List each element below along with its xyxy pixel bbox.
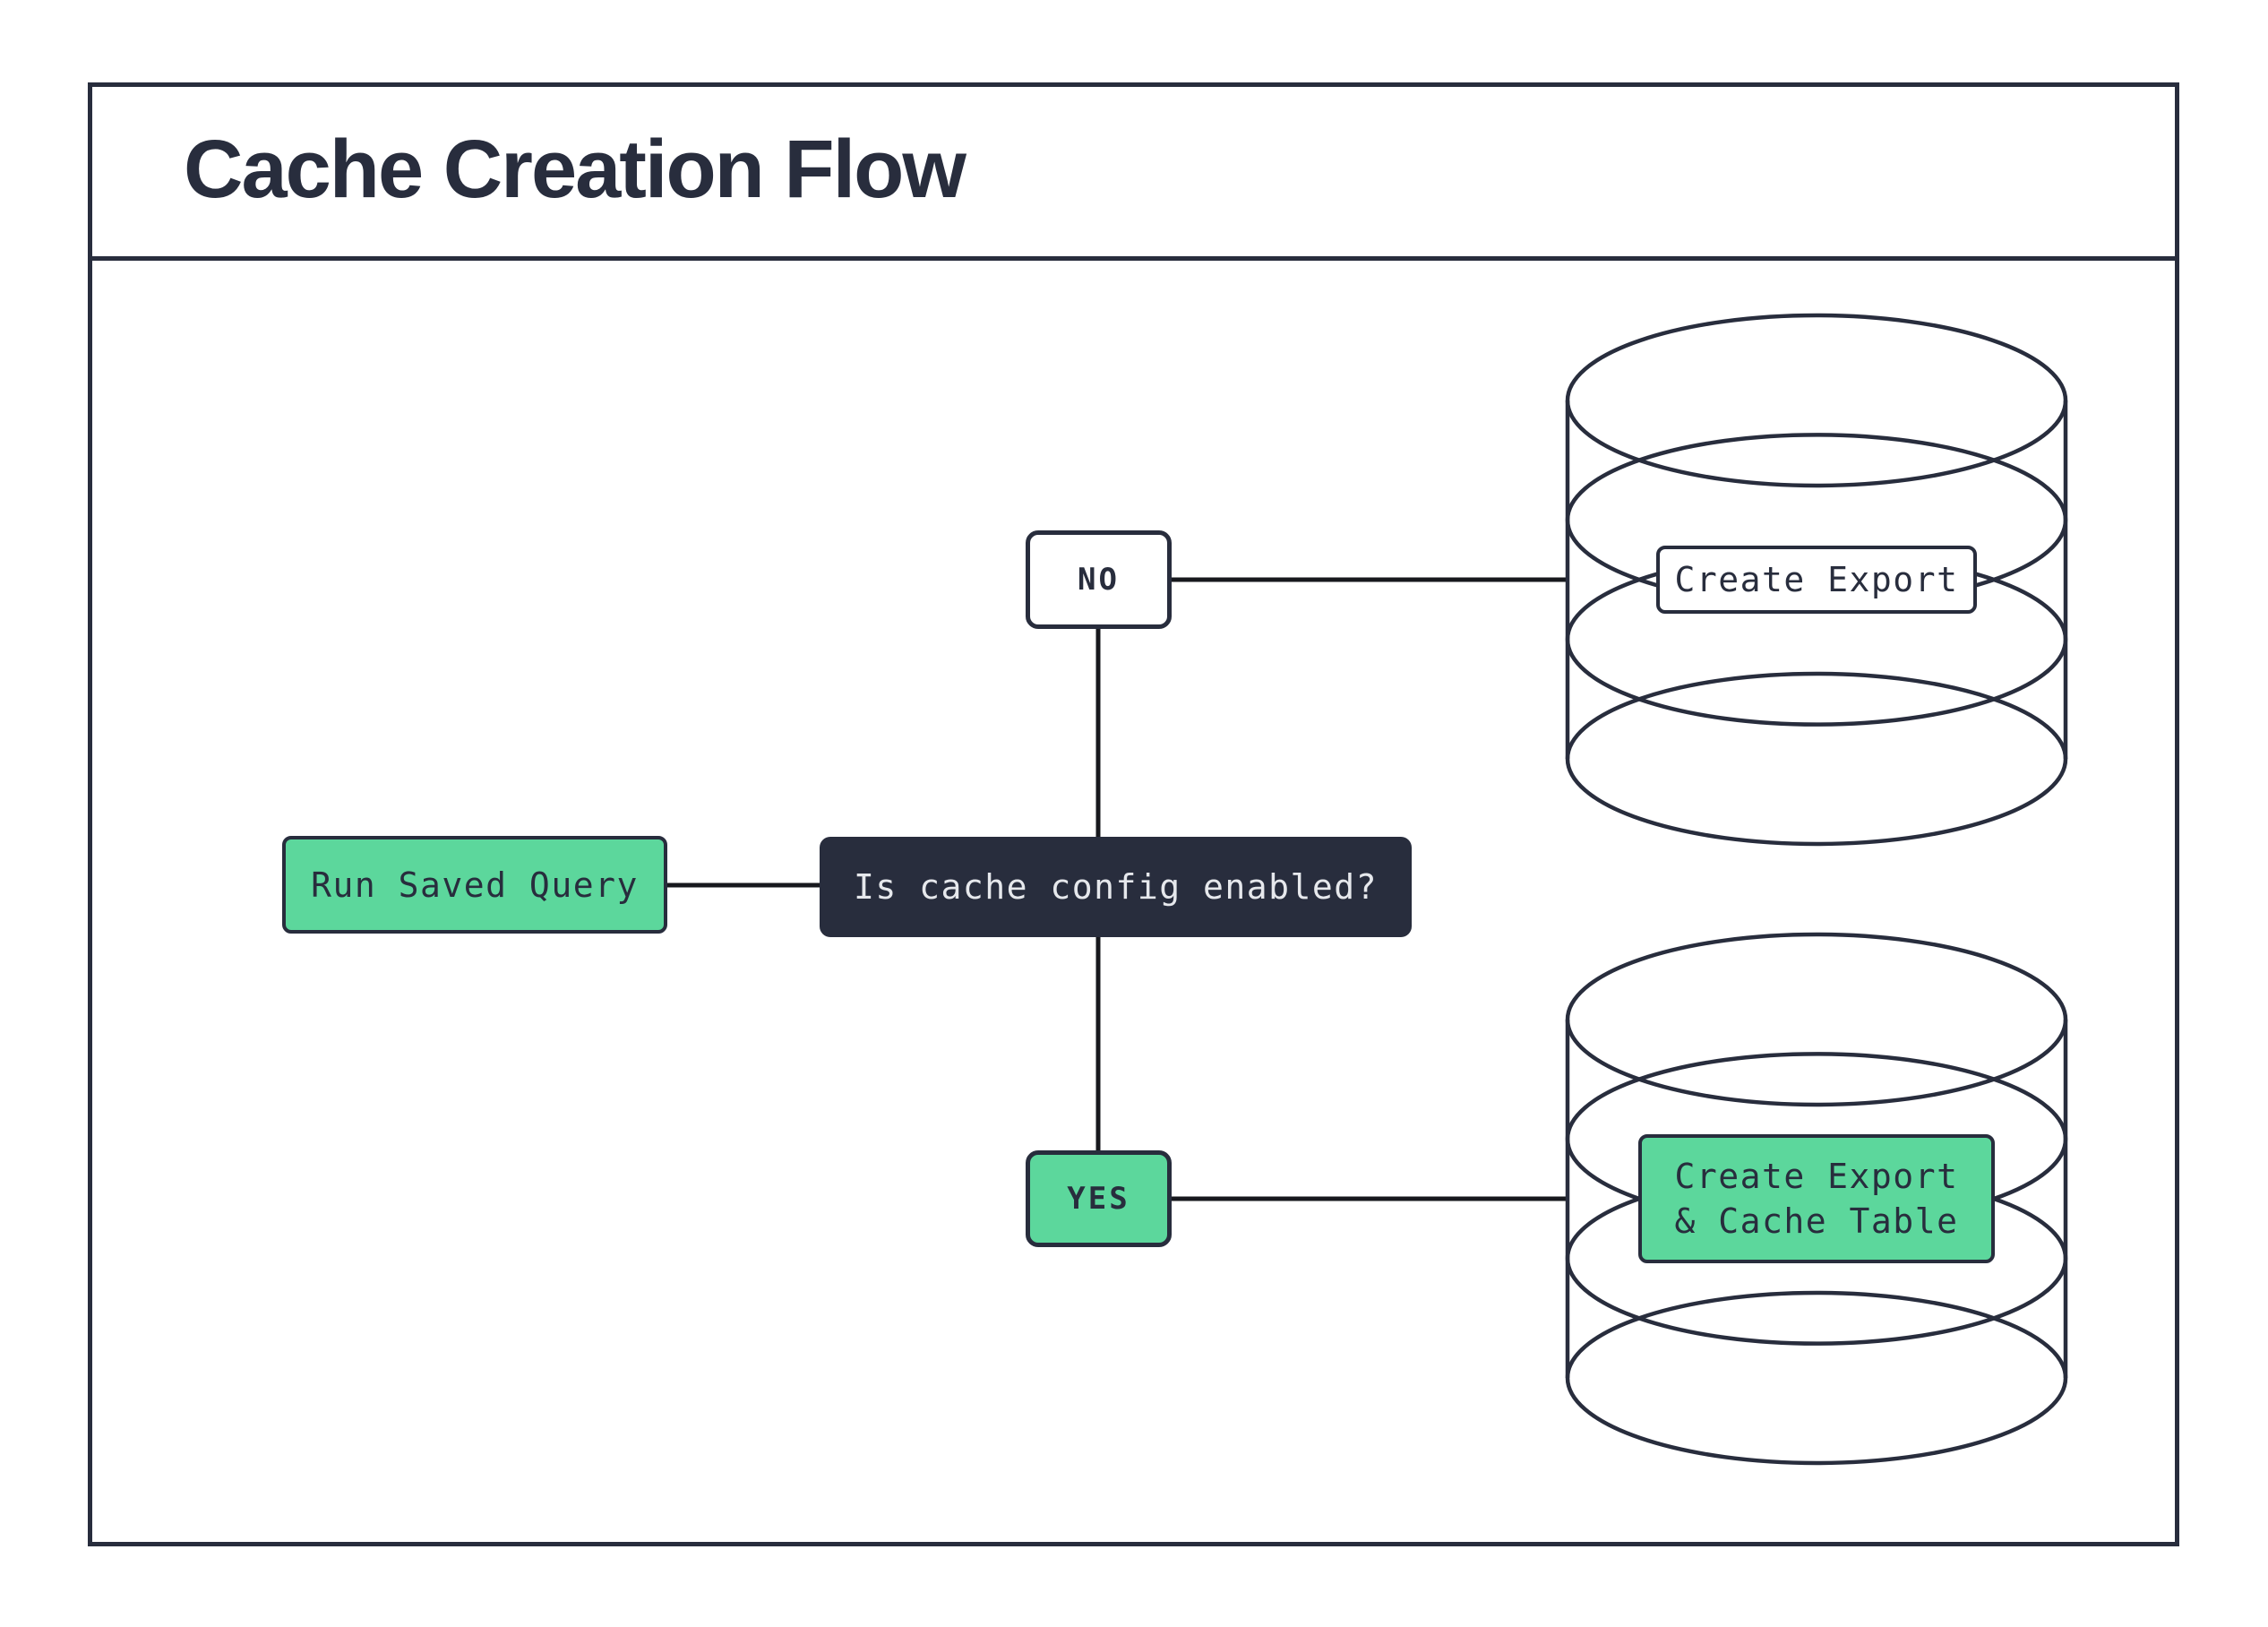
node-run-saved-query: Run Saved Query — [282, 836, 667, 934]
node-create-export-cache-table-line1: Create Export — [1674, 1156, 1959, 1196]
bottom-database-cylinder-icon — [1565, 932, 2068, 1466]
node-create-export-cache-table-line2: & Cache Table — [1674, 1201, 1959, 1241]
diagram-frame — [88, 82, 2179, 1546]
node-cache-config-question: Is cache config enabled? — [820, 837, 1412, 937]
connector-lines — [667, 577, 1569, 1201]
node-create-export-cache-table: Create Export & Cache Table — [1638, 1134, 1995, 1263]
diagram-header: Cache Creation Flow — [88, 82, 2179, 261]
top-database-cylinder-icon — [1565, 313, 2068, 847]
node-no-branch: NO — [1026, 530, 1172, 629]
page-title: Cache Creation Flow — [184, 123, 966, 215]
node-create-export: Create Export — [1656, 546, 1977, 614]
node-yes-branch: YES — [1026, 1150, 1172, 1247]
